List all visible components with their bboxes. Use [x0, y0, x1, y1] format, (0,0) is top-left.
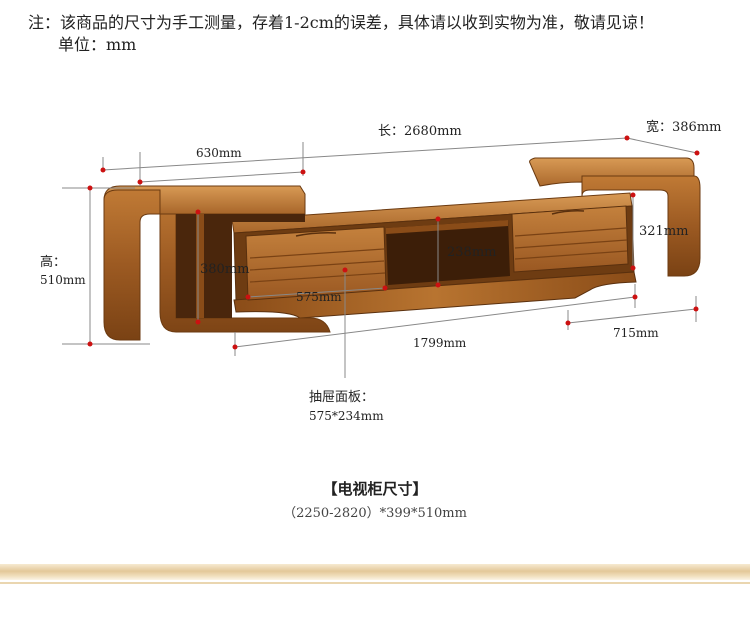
- drawer-panel-value: 575*234mm: [309, 409, 384, 423]
- disclaimer-note: 注：该商品的尺寸为手工测量，存着1-2cm的误差，具体请以收到实物为准，敬请见谅…: [28, 12, 654, 56]
- inner-height-label: 380mm: [200, 262, 250, 277]
- footer-divider-line: [0, 582, 750, 584]
- top-left-label: 630mm: [196, 146, 242, 160]
- tv-cabinet-diagram: [62, 135, 701, 378]
- caption-title: 【电视柜尺寸】: [322, 480, 428, 498]
- drawer-width-label: 575mm: [296, 290, 342, 304]
- right-top-shelf: [529, 157, 701, 277]
- height-label: 高：: [40, 255, 67, 270]
- note-unit: 单位：mm: [58, 35, 137, 54]
- base-length-label: 1799mm: [413, 336, 467, 350]
- right-height-label: 321mm: [639, 224, 689, 239]
- top-left-dim-line: [139, 171, 304, 183]
- length-label: 长：2680mm: [378, 124, 462, 139]
- footer-divider-band: [0, 564, 750, 580]
- height-value: 510mm: [40, 273, 86, 287]
- left-drawer: [245, 226, 387, 301]
- caption-subtitle: （2250-2820）*399*510mm: [283, 506, 467, 521]
- drawer-width-dim-line: [247, 287, 386, 298]
- note-line-1: 注：该商品的尺寸为手工测量，存着1-2cm的误差，具体请以收到实物为准，敬请见谅…: [28, 13, 654, 32]
- drawer-panel-title: 抽屉面板：: [309, 390, 375, 405]
- right-length-dim-line: [567, 308, 697, 324]
- dimension-markers: [87, 135, 700, 350]
- base-dim-line: [234, 296, 636, 348]
- width-dim-line: [626, 137, 698, 154]
- right-drawer: [511, 205, 629, 273]
- right-length-label: 715mm: [613, 326, 659, 340]
- dimension-lines: [62, 137, 698, 378]
- middle-height-label: 238mm: [447, 245, 497, 260]
- length-dim-line: [102, 137, 628, 171]
- width-label: 宽：386mm: [646, 120, 722, 135]
